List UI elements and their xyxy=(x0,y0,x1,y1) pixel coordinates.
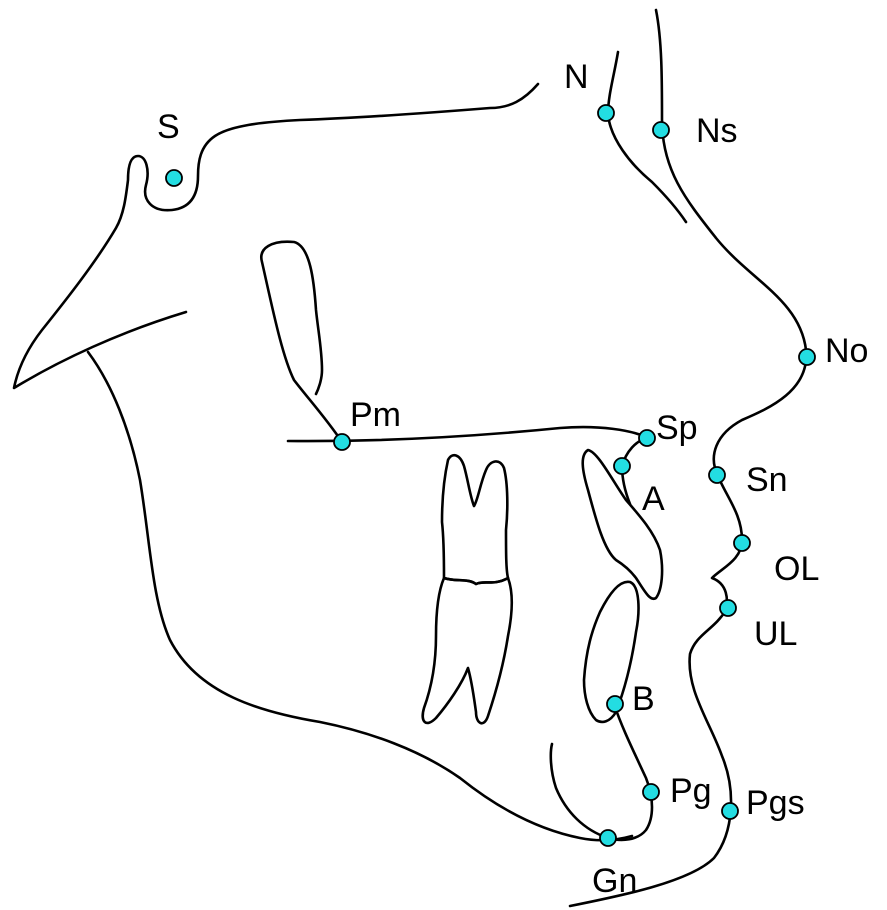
landmark-ns-dot xyxy=(652,121,670,139)
nasal-bone xyxy=(606,50,688,224)
landmark-pm-dot xyxy=(333,433,351,451)
landmark-s-dot xyxy=(165,169,183,187)
label-gn: Gn xyxy=(592,862,637,900)
landmark-no-dot xyxy=(798,348,816,366)
upper-incisor xyxy=(581,448,664,601)
label-ul: UL xyxy=(754,615,797,653)
landmark-ol-dot xyxy=(733,534,751,552)
landmark-b-dot xyxy=(606,695,624,713)
landmark-pg-dot xyxy=(642,783,660,801)
label-b: B xyxy=(632,680,655,718)
landmark-ul-dot xyxy=(719,599,737,617)
landmark-sp-dot xyxy=(638,429,656,447)
cranial-base-outline xyxy=(12,82,540,390)
landmark-pgs-dot xyxy=(721,802,739,820)
palatal-plane xyxy=(286,425,650,443)
pterygomaxillary-fissure xyxy=(260,240,344,444)
label-a: A xyxy=(642,480,665,518)
mandible-outline xyxy=(86,350,634,842)
landmark-n-dot xyxy=(597,104,615,122)
label-sn: Sn xyxy=(746,461,788,499)
label-pm: Pm xyxy=(350,396,401,434)
label-ol: OL xyxy=(774,550,819,588)
landmark-a-dot xyxy=(613,457,631,475)
mandibular-symphysis xyxy=(549,702,654,842)
label-ns: Ns xyxy=(696,112,738,150)
landmark-sn-dot xyxy=(708,466,726,484)
landmark-gn-dot xyxy=(599,829,617,847)
lower-molar xyxy=(421,576,514,725)
label-no: No xyxy=(825,332,868,370)
lower-incisor xyxy=(582,580,640,724)
label-n: N xyxy=(564,58,589,96)
label-pg: Pg xyxy=(670,772,712,810)
label-pgs: Pgs xyxy=(746,784,805,822)
label-sp: Sp xyxy=(656,409,698,447)
label-s: S xyxy=(157,108,180,146)
upper-molar xyxy=(440,453,510,586)
soft-tissue-profile xyxy=(568,8,808,908)
